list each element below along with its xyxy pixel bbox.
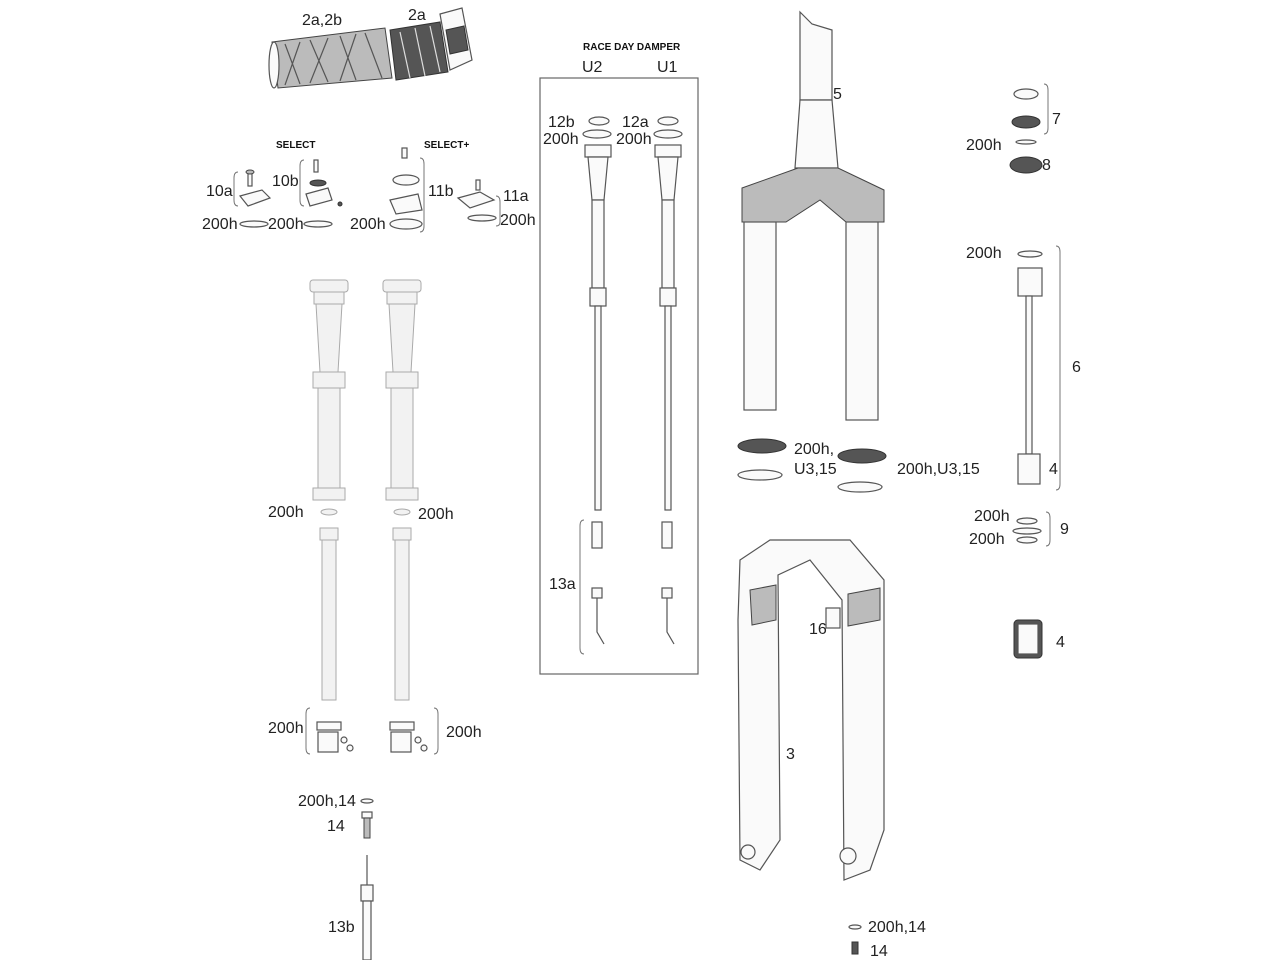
label-7: 7 bbox=[1052, 111, 1061, 128]
part-13b-rod bbox=[360, 798, 374, 960]
label-200h-select-4: 200h bbox=[500, 212, 536, 229]
label-2a-2b: 2a,2b bbox=[302, 12, 342, 29]
part-6-spring bbox=[1017, 245, 1061, 491]
label-200h-u3-15-b: 200h,U3,15 bbox=[897, 461, 980, 478]
label-4-spring: 4 bbox=[1049, 461, 1058, 478]
label-200h-select-3: 200h bbox=[350, 216, 386, 233]
part-3-lower-legs bbox=[737, 539, 885, 881]
header-select: SELECT bbox=[276, 140, 315, 151]
label-200h-9b: 200h bbox=[969, 531, 1005, 548]
damper-left-assembly bbox=[309, 279, 354, 753]
part-5-crown-steerer bbox=[741, 10, 885, 421]
header-u1: U1 bbox=[657, 59, 678, 76]
label-200h-mid-left: 200h bbox=[268, 504, 304, 521]
label-200h-bottom-left: 200h bbox=[268, 720, 304, 737]
label-4-bushing: 4 bbox=[1056, 634, 1065, 651]
race-day-damper-box bbox=[539, 77, 699, 675]
damper-right-assembly bbox=[382, 279, 428, 753]
label-200h-mid-right: 200h bbox=[418, 506, 454, 523]
label-2a: 2a bbox=[408, 7, 426, 24]
label-6: 6 bbox=[1072, 359, 1081, 376]
part-4-bushing bbox=[1013, 619, 1043, 659]
label-200h-u1: 200h bbox=[616, 131, 652, 148]
part-8-cap bbox=[1009, 156, 1043, 174]
label-200h-u2: 200h bbox=[543, 131, 579, 148]
seal-set bbox=[737, 438, 887, 493]
label-200h-9a: 200h bbox=[974, 508, 1010, 525]
label-u3-15-a: U3,15 bbox=[794, 461, 837, 478]
label-3: 3 bbox=[786, 746, 795, 763]
label-200h-bottom-right: 200h bbox=[446, 724, 482, 741]
label-200h-14-a: 200h,14 bbox=[298, 793, 356, 810]
label-16: 16 bbox=[809, 621, 827, 638]
label-13a: 13a bbox=[549, 576, 576, 593]
label-200h-select-1: 200h bbox=[202, 216, 238, 233]
part-14-bolt bbox=[848, 924, 862, 955]
label-200h-select-2: 200h bbox=[268, 216, 304, 233]
label-8: 8 bbox=[1042, 157, 1051, 174]
select-assembly bbox=[233, 147, 501, 233]
label-11a: 11a bbox=[503, 188, 529, 205]
part-7-topcap bbox=[1011, 83, 1049, 145]
label-200h-7: 200h bbox=[966, 137, 1002, 154]
label-10a: 10a bbox=[206, 183, 233, 200]
label-12b: 12b bbox=[548, 114, 575, 131]
label-200h-14-b: 200h,14 bbox=[868, 919, 926, 936]
label-14-b: 14 bbox=[870, 943, 888, 960]
label-200h-6: 200h bbox=[966, 245, 1002, 262]
label-5: 5 bbox=[833, 86, 842, 103]
grip-assembly bbox=[268, 7, 473, 89]
label-200h-u3-a: 200h, bbox=[794, 441, 834, 458]
label-10b: 10b bbox=[272, 173, 299, 190]
header-u2: U2 bbox=[582, 59, 603, 76]
label-13b: 13b bbox=[328, 919, 355, 936]
label-14-a: 14 bbox=[327, 818, 345, 835]
label-11b: 11b bbox=[428, 183, 454, 200]
label-9: 9 bbox=[1060, 521, 1069, 538]
header-select-plus: SELECT+ bbox=[424, 140, 469, 151]
label-12a: 12a bbox=[622, 114, 649, 131]
part-9-ring bbox=[1012, 511, 1051, 547]
header-race-day-damper: RACE DAY DAMPER bbox=[583, 42, 681, 53]
